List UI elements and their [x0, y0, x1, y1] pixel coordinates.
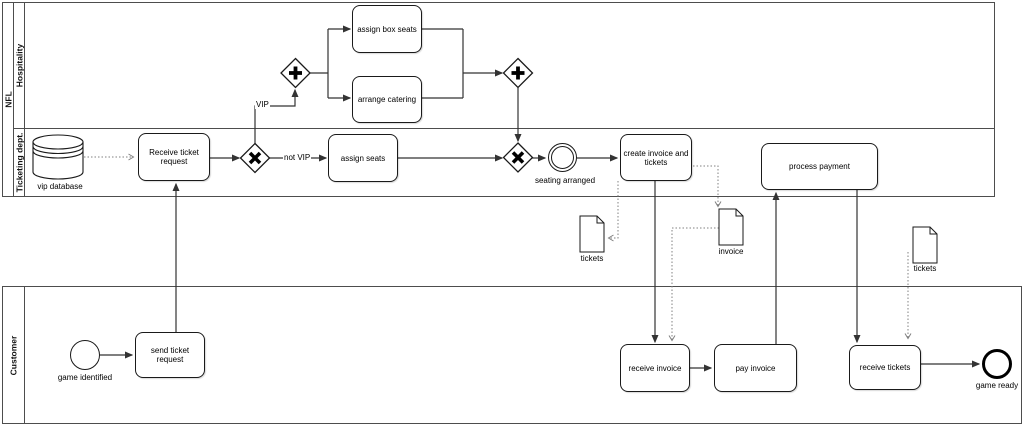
intermediate-event-inner-ring — [551, 146, 574, 169]
document-invoice-icon — [718, 208, 744, 246]
task-receive-ticket-request: Receive ticket request — [138, 133, 210, 181]
tickets-1-label: tickets — [580, 254, 604, 263]
intermediate-event-seating-arranged — [548, 143, 577, 172]
seating-arranged-label: seating arranged — [534, 176, 596, 185]
lane-divider — [13, 128, 995, 129]
invoice-label: invoice — [718, 247, 744, 256]
data-associations — [84, 153, 912, 342]
game-identified-label: game identified — [57, 373, 113, 382]
pool-nfl-label-divider — [13, 2, 14, 197]
start-event-game-identified — [70, 340, 100, 370]
end-event-game-ready — [982, 349, 1012, 379]
assoc-create-to-tickets1 — [607, 181, 619, 242]
pool-customer — [2, 286, 1022, 424]
pool-nfl — [2, 2, 995, 197]
task-receive-invoice: receive invoice — [620, 344, 690, 392]
game-ready-label: game ready — [975, 381, 1019, 390]
task-assign-seats: assign seats — [328, 134, 398, 182]
gateway-exclusive-join — [502, 142, 534, 173]
task-process-payment: process payment — [761, 143, 878, 190]
x-marker-icon — [511, 151, 525, 164]
vip-flow-label: VIP — [255, 100, 270, 109]
document-tickets-1-icon — [579, 215, 605, 253]
task-send-ticket-request: send ticket request — [135, 332, 205, 378]
assoc-invoice-to-receive-invoice — [668, 227, 719, 342]
plus-marker-icon — [289, 66, 302, 80]
gateway-parallel-split — [280, 57, 311, 89]
task-arrange-catering: arrange catering — [352, 76, 422, 123]
task-create-invoice-and-tickets: create invoice and tickets — [620, 134, 692, 181]
document-tickets-2-icon — [912, 226, 938, 264]
gateway-parallel-join — [502, 57, 534, 89]
task-receive-tickets: receive tickets — [849, 345, 921, 390]
tickets-2-label: tickets — [913, 264, 937, 273]
vip-database-label: vip database — [37, 182, 83, 191]
assoc-create-to-invoice — [693, 165, 722, 208]
x-marker-icon — [248, 151, 262, 165]
plus-marker-icon — [511, 66, 525, 80]
flow-vip-to-parallel — [254, 88, 299, 144]
gateway-exclusive-split — [239, 142, 271, 174]
pool-customer-label-divider — [24, 286, 25, 424]
task-assign-box-seats: assign box seats — [352, 5, 422, 53]
task-pay-invoice: pay invoice — [714, 344, 797, 392]
lane-label-divider — [24, 2, 25, 197]
sequence-flows — [100, 25, 981, 372]
database-icon — [32, 134, 84, 180]
not-vip-flow-label: not VIP — [283, 153, 312, 162]
